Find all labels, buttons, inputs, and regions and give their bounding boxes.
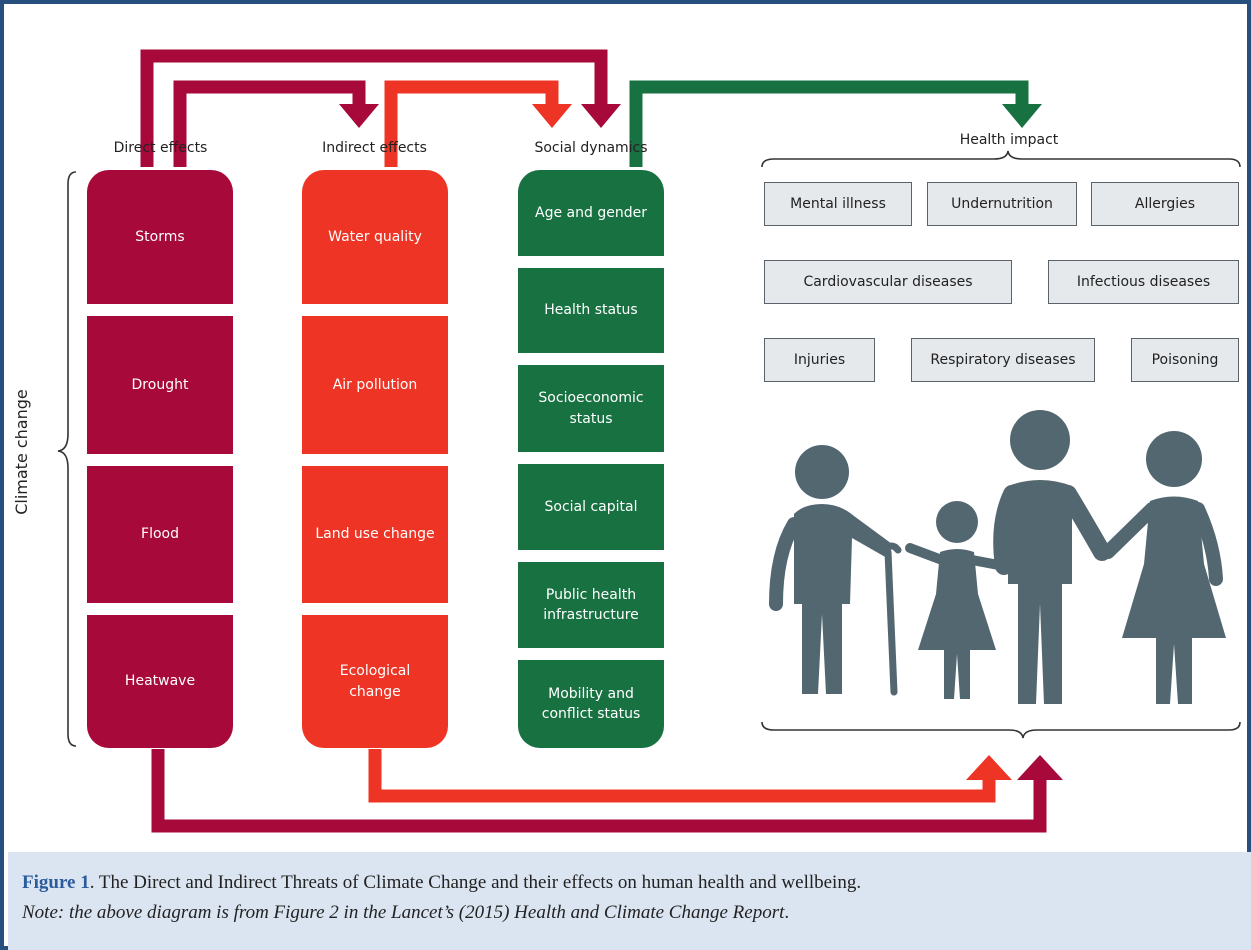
man-icon xyxy=(993,410,1111,704)
arrow-indirect-to-health-bottom xyxy=(368,749,996,803)
direct-effect-item: Heatwave xyxy=(124,673,196,690)
direct-effects-title: Direct effects xyxy=(113,140,208,156)
health-box-injuries: Injuries xyxy=(764,338,875,382)
health-box-undernutrition: Undernutrition xyxy=(927,182,1077,226)
social-dynamic-item: Age and gender xyxy=(535,204,647,221)
climate-change-label: Climate change xyxy=(12,389,31,515)
diagram-graphics xyxy=(57,49,1241,833)
social-dynamic-item: Health status xyxy=(544,302,638,319)
caption-note-end: . xyxy=(784,902,790,924)
health-box-poisoning: Poisoning xyxy=(1131,338,1239,382)
divider xyxy=(87,454,233,466)
divider xyxy=(87,603,233,615)
arrow-direct-to-health-bottom xyxy=(151,749,1047,833)
arrowhead-direct-to-health-bottom xyxy=(1017,755,1063,780)
direct-effect-item: Flood xyxy=(141,526,179,543)
arrow-social-to-health xyxy=(629,80,1029,167)
caption-text: . The Direct and Indirect Threats of Cli… xyxy=(89,872,862,893)
divider xyxy=(87,304,233,316)
arrowhead-social-to-health xyxy=(1002,104,1042,128)
health-bottom-brace xyxy=(761,721,1241,739)
social-dynamic-item: Public health infrastructure xyxy=(543,586,639,623)
figure-caption: Figure 1. The Direct and Indirect Threat… xyxy=(8,852,1251,950)
people-illustration xyxy=(769,410,1226,704)
caption-figure-label: Figure 1 xyxy=(22,872,90,893)
arrowhead-direct-to-social xyxy=(581,104,621,128)
divider xyxy=(518,452,664,464)
woman-icon xyxy=(1101,431,1226,704)
social-dynamics-column: Age and gender Health status Socioeconom… xyxy=(518,170,664,748)
health-box-mental-illness: Mental illness xyxy=(764,182,912,226)
direct-effect-item: Drought xyxy=(131,376,189,393)
diagram: Direct effects Indirect effects Social d… xyxy=(4,4,1251,849)
arrowhead-direct-to-indirect xyxy=(339,104,379,128)
social-dynamic-item: Mobility and conflict status xyxy=(541,685,641,722)
social-dynamics-title: Social dynamics xyxy=(534,140,648,156)
health-top-brace xyxy=(761,150,1241,168)
health-box-allergies: Allergies xyxy=(1091,182,1239,226)
divider xyxy=(302,454,448,466)
direct-effects-column: Storms Drought Flood Heatwave xyxy=(87,170,233,748)
caption-note: Note: the above diagram is from Figure 2… xyxy=(22,902,785,924)
divider xyxy=(518,648,664,660)
social-dynamic-item: Socioeconomic status xyxy=(538,390,644,427)
arrow-direct-to-indirect xyxy=(173,80,366,167)
divider xyxy=(302,603,448,615)
arrow-indirect-to-social xyxy=(384,80,559,167)
arrowhead-indirect-to-health-bottom xyxy=(966,755,1012,780)
health-box-infectious: Infectious diseases xyxy=(1048,260,1239,304)
child-icon xyxy=(905,501,1009,699)
social-dynamic-item: Social capital xyxy=(544,498,638,515)
arrow-direct-to-social xyxy=(140,49,608,167)
climate-change-brace xyxy=(57,171,77,747)
direct-effect-item: Storms xyxy=(135,228,185,245)
arrowhead-indirect-to-social xyxy=(532,104,572,128)
health-box-cardiovascular: Cardiovascular diseases xyxy=(764,260,1012,304)
health-impact-title: Health impact xyxy=(959,132,1059,148)
health-box-respiratory: Respiratory diseases xyxy=(911,338,1095,382)
divider xyxy=(518,550,664,562)
divider xyxy=(518,256,664,268)
indirect-effects-column: Water quality Air pollution Land use cha… xyxy=(302,170,448,748)
divider xyxy=(518,353,664,365)
indirect-effect-item: Land use change xyxy=(315,526,435,543)
indirect-effect-item: Ecological change xyxy=(339,663,411,700)
elderly-man-icon xyxy=(769,445,902,696)
divider xyxy=(302,304,448,316)
indirect-effects-title: Indirect effects xyxy=(322,140,427,156)
indirect-effect-item: Water quality xyxy=(328,228,422,245)
indirect-effect-item: Air pollution xyxy=(332,376,418,393)
